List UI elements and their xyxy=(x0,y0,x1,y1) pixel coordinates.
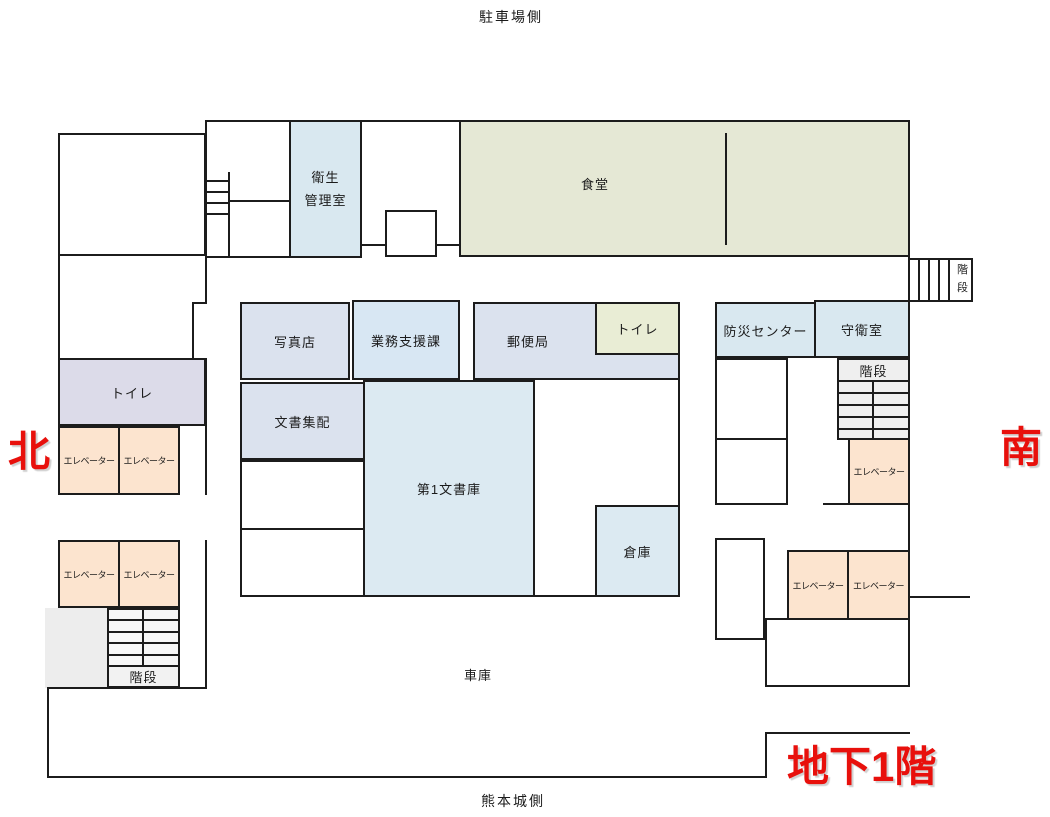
wall-line xyxy=(765,732,910,734)
wall-line xyxy=(948,258,950,302)
room-label: 写真店 xyxy=(273,334,316,350)
wall-line xyxy=(228,200,289,202)
wall-line xyxy=(535,595,597,597)
wall-line xyxy=(765,732,767,778)
room-label: トイレ xyxy=(110,385,153,401)
elevator-label: エレベーター xyxy=(792,580,844,591)
side-label-kumamoto-castle: 熊本城側 xyxy=(481,793,545,809)
wall-line xyxy=(908,596,970,598)
wall-line xyxy=(928,258,930,302)
stairs-label: 階段 xyxy=(957,264,969,294)
room-label: トイレ xyxy=(616,322,659,337)
room-unlabeled-top-left xyxy=(58,133,206,256)
wall-line xyxy=(192,302,194,358)
room-unlabeled-right-1 xyxy=(715,358,788,440)
room-toilet-center: トイレ xyxy=(595,302,680,355)
room-label: 防災センター xyxy=(723,323,808,339)
room-label: 守衛室 xyxy=(840,322,883,338)
wall-line xyxy=(678,380,680,505)
room-unlabeled-bottom-right xyxy=(765,618,910,687)
elevator-label: エレベーター xyxy=(853,467,905,477)
elevator-label: エレベーター xyxy=(852,580,905,591)
elevator-label: エレベーター xyxy=(63,456,115,466)
side-label-parking: 駐車場側 xyxy=(479,9,543,25)
elevator-label: エレベーター xyxy=(63,569,115,580)
room-label: 文書集配 xyxy=(274,414,331,430)
gray-area xyxy=(45,608,107,688)
room-label: 業務支援課 xyxy=(370,333,441,349)
south-label: 南 xyxy=(1000,424,1043,471)
wall-line xyxy=(823,503,848,505)
room-unlabeled-right-2 xyxy=(715,438,788,505)
room-unlabeled-right-3 xyxy=(715,538,765,640)
room-unlabeled-center-2 xyxy=(240,528,365,597)
room-label: 第1文書庫 xyxy=(416,482,482,497)
elevator: エレベーター xyxy=(847,550,910,620)
room-toilet-left: トイレ xyxy=(58,358,206,426)
elevator-label: エレベーター xyxy=(123,456,175,466)
elevator: エレベーター xyxy=(58,426,120,495)
elevator: エレベーター xyxy=(118,540,180,608)
wall-line xyxy=(228,172,230,258)
room-guard-room: 守衛室 xyxy=(814,300,910,358)
north-label: 北 xyxy=(8,428,51,475)
wall-line xyxy=(47,776,767,778)
wall-line xyxy=(918,258,920,302)
wall-line xyxy=(205,202,229,204)
wall-line xyxy=(205,358,207,495)
wall-line xyxy=(47,687,49,778)
elevator: エレベーター xyxy=(118,426,180,495)
wall-line xyxy=(205,191,229,193)
wall-line xyxy=(58,256,60,358)
elevator: エレベーター xyxy=(787,550,849,620)
room-photo-shop: 写真店 xyxy=(240,302,350,380)
room-label: 食堂 xyxy=(581,177,610,192)
wall-line xyxy=(872,380,874,440)
stairs-label: 階段 xyxy=(859,363,888,379)
room-label: 郵便局 xyxy=(507,334,550,350)
wall-line xyxy=(205,180,229,182)
wall-line xyxy=(938,258,940,302)
room-disaster-center: 防災センター xyxy=(715,302,816,358)
room-label: 倉庫 xyxy=(623,544,652,560)
stairs-bottom-left-label-box: 階段 xyxy=(107,665,180,688)
room-label: 衛生 xyxy=(311,169,340,185)
wall-line xyxy=(725,133,727,245)
room-hygiene-management: 衛生 管理室 xyxy=(289,120,362,258)
wall-line xyxy=(205,120,207,302)
wall-line xyxy=(205,540,207,688)
stairs-label: 階段 xyxy=(129,670,158,685)
room-cafeteria: 食堂 xyxy=(459,120,910,257)
room-label: 管理室 xyxy=(304,193,347,208)
room-business-support: 業務支援課 xyxy=(352,300,460,380)
elevator: エレベーター xyxy=(58,540,120,608)
room-unlabeled-center-1 xyxy=(240,460,365,530)
room-unlabeled-small xyxy=(385,210,437,257)
room-document-sorting: 文書集配 xyxy=(240,382,365,460)
elevator: エレベーター xyxy=(848,438,910,505)
stairs-right-label-box: 階段 xyxy=(837,358,910,382)
garage-label: 車庫 xyxy=(464,668,493,683)
wall-line xyxy=(205,256,362,258)
wall-line xyxy=(142,608,144,667)
wall-line xyxy=(192,302,207,304)
room-document-storage-1: 第1文書庫 xyxy=(363,380,535,597)
floor-label: 地下1階 xyxy=(787,743,937,790)
room-warehouse: 倉庫 xyxy=(595,505,680,597)
wall-line xyxy=(205,213,229,215)
wall-line xyxy=(47,687,207,689)
elevator-label: エレベーター xyxy=(123,569,175,580)
